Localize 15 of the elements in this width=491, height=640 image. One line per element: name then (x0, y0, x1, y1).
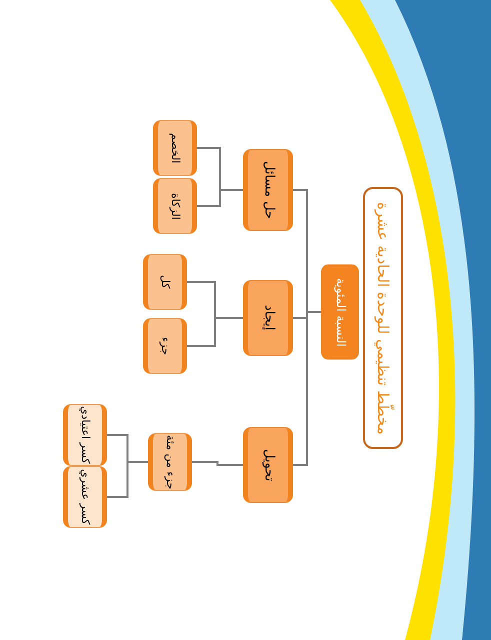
process-box: جزء من مئة (148, 433, 192, 491)
process-box: جزء (143, 318, 187, 374)
process-box: كل (143, 254, 187, 310)
process-box: كسر عشري (63, 466, 107, 528)
process-box: تحويل (243, 427, 293, 503)
process-box: النسبة المئوية (321, 264, 359, 360)
title-box: مخطّط تنظيمي للوحدة الحادية عشرة (363, 187, 403, 449)
process-box: كسر اعتيادي (63, 404, 107, 466)
connector-line (197, 189, 243, 207)
connector-line (187, 317, 243, 347)
connector-line (192, 461, 243, 466)
process-box: إيجاد (243, 280, 293, 356)
process-box: حل مسائل (243, 149, 293, 231)
process-box: الزكاة (153, 178, 197, 234)
process-box: الخصم (153, 120, 197, 176)
